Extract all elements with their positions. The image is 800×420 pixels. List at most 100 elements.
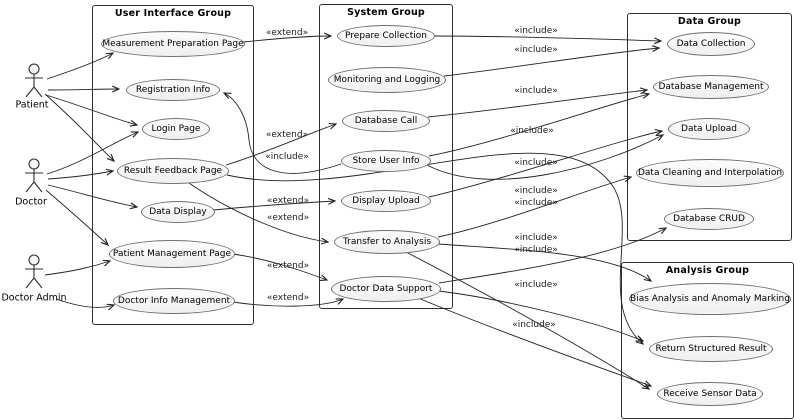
edge-stereotype-label: «extend» bbox=[266, 293, 310, 303]
edge-result-feedback-page-to-return-structured-result bbox=[226, 152, 643, 344]
usecase-label: Store User Info bbox=[352, 156, 420, 166]
actor-figure-doctor-admin bbox=[25, 254, 43, 289]
usecase-label: Login Page bbox=[151, 124, 201, 134]
usecase-label: Prepare Collection bbox=[345, 31, 427, 41]
edge-doctor-to-data-display bbox=[47, 184, 137, 207]
usecase-label: Monitoring and Logging bbox=[333, 75, 441, 85]
usecase-transfer-to-analysis: Transfer to Analysis bbox=[334, 230, 440, 254]
edge-stereotype-label: «include» bbox=[510, 126, 554, 136]
edge-doctor-admin-to-doctor-info-management bbox=[55, 298, 114, 307]
usecase-data-upload: Data Upload bbox=[668, 118, 750, 140]
usecase-display-upload: Display Upload bbox=[341, 190, 431, 212]
usecase-label: Data Display bbox=[149, 207, 207, 217]
usecase-doctor-data-support: Doctor Data Support bbox=[331, 276, 441, 302]
usecase-label: Return Structured Result bbox=[655, 344, 767, 354]
edge-stereotype-label: «include» bbox=[512, 320, 556, 330]
usecase-label: Doctor Data Support bbox=[339, 284, 433, 294]
edge-doctor-data-support-to-database-crud bbox=[438, 228, 666, 284]
edge-doctor-data-support-to-return-structured-result bbox=[438, 290, 643, 341]
group-title-user-interface: User Interface Group bbox=[114, 8, 232, 19]
edge-doctor-to-login-page bbox=[46, 132, 138, 175]
edge-doctor-to-patient-management-page bbox=[45, 189, 108, 245]
edge-stereotype-label: «include» bbox=[514, 245, 558, 255]
edge-display-upload-to-data-upload bbox=[428, 131, 662, 198]
usecase-monitoring-and-logging: Monitoring and Logging bbox=[328, 67, 446, 93]
usecase-doctor-info-management: Doctor Info Management bbox=[113, 288, 235, 314]
usecase-bias-analysis-and-anomaly-marking: Bias Analysis and Anomaly Marking bbox=[629, 283, 791, 315]
usecase-database-management: Database Management bbox=[653, 75, 769, 99]
edge-store-user-info-to-data-upload bbox=[426, 135, 663, 180]
edge-transfer-to-analysis-to-receive-sensor-data bbox=[403, 250, 649, 389]
edge-stereotype-label: «extend» bbox=[266, 196, 310, 206]
usecase-label: Patient Management Page bbox=[112, 249, 232, 259]
edge-stereotype-label: «include» bbox=[514, 280, 558, 290]
edge-stereotype-label: «include» bbox=[265, 152, 309, 162]
edge-stereotype-label: «extend» bbox=[265, 130, 309, 140]
edge-patient-to-result-feedback-page bbox=[44, 93, 114, 161]
edge-measurement-preparation-page-to-prepare-collection bbox=[242, 36, 331, 43]
usecase-result-feedback-page: Result Feedback Page bbox=[117, 158, 229, 184]
edge-data-display-to-display-upload bbox=[212, 201, 335, 211]
actor-label-patient: Patient bbox=[15, 99, 49, 111]
edge-stereotype-label: «include» bbox=[514, 26, 558, 36]
edge-patient-to-measurement-preparation-page bbox=[46, 53, 113, 80]
usecase-data-display: Data Display bbox=[141, 201, 215, 223]
edge-patient-to-registration-info bbox=[47, 89, 119, 90]
usecase-database-crud: Database CRUD bbox=[664, 208, 754, 230]
usecase-label: Database CRUD bbox=[673, 214, 745, 224]
usecase-label: Data Upload bbox=[681, 124, 737, 134]
usecase-label: Database Management bbox=[658, 82, 764, 92]
usecase-label: Result Feedback Page bbox=[123, 166, 223, 176]
usecase-prepare-collection: Prepare Collection bbox=[337, 25, 435, 47]
usecase-label: Bias Analysis and Anomaly Marking bbox=[630, 294, 790, 304]
usecase-data-cleaning-and-interpolation: Data Cleaning and Interpolation bbox=[636, 159, 784, 187]
edge-result-feedback-page-to-database-call bbox=[225, 124, 336, 166]
edge-patient-management-page-to-doctor-data-support bbox=[232, 253, 327, 280]
usecase-login-page: Login Page bbox=[142, 118, 210, 140]
usecase-label: Data Collection bbox=[676, 39, 746, 49]
edge-stereotype-label: «extend» bbox=[266, 261, 310, 271]
edge-stereotype-label: «include» bbox=[514, 186, 558, 196]
usecase-store-user-info: Store User Info bbox=[341, 150, 431, 172]
edge-doctor-info-management-to-doctor-data-support bbox=[232, 299, 343, 307]
edge-monitoring-and-logging-to-data-collection bbox=[443, 48, 659, 77]
edge-patient-to-login-page bbox=[45, 94, 137, 125]
edge-stereotype-label: «extend» bbox=[265, 28, 309, 38]
edge-stereotype-label: «extend» bbox=[266, 213, 310, 223]
edge-stereotype-label: «include» bbox=[514, 86, 558, 96]
actor-figure-doctor bbox=[25, 158, 43, 193]
actor-label-doctor-admin: Doctor Admin bbox=[1, 292, 67, 304]
edge-store-user-info-to-registration-info bbox=[224, 93, 342, 174]
usecase-label: Receive Sensor Data bbox=[663, 389, 757, 399]
usecase-label: Doctor Info Management bbox=[117, 296, 231, 306]
usecase-return-structured-result: Return Structured Result bbox=[649, 336, 773, 362]
usecase-label: Data Cleaning and Interpolation bbox=[637, 168, 783, 178]
group-title-data: Data Group bbox=[677, 16, 742, 27]
usecase-label: Registration Info bbox=[135, 85, 211, 95]
usecase-patient-management-page: Patient Management Page bbox=[109, 240, 235, 268]
group-title-analysis: Analysis Group bbox=[665, 265, 750, 276]
edge-database-call-to-database-management bbox=[427, 90, 647, 118]
usecase-database-call: Database Call bbox=[342, 110, 430, 132]
edge-stereotype-label: «include» bbox=[514, 198, 558, 208]
group-title-system: System Group bbox=[347, 7, 425, 18]
actor-figure-patient bbox=[25, 63, 43, 98]
edge-doctor-admin-to-patient-management-page bbox=[44, 261, 110, 276]
actor-label-doctor: Doctor bbox=[15, 196, 47, 208]
usecase-data-collection: Data Collection bbox=[667, 32, 755, 56]
usecase-receive-sensor-data: Receive Sensor Data bbox=[657, 382, 763, 406]
edge-transfer-to-analysis-to-bias-analysis-and-anomaly-marking bbox=[437, 243, 651, 281]
edge-stereotype-label: «include» bbox=[514, 233, 558, 243]
edge-store-user-info-to-database-management bbox=[428, 94, 649, 157]
usecase-label: Transfer to Analysis bbox=[342, 237, 432, 247]
usecase-label: Display Upload bbox=[352, 196, 420, 206]
edge-doctor-data-support-to-receive-sensor-data bbox=[417, 297, 651, 386]
edge-doctor-to-result-feedback-page bbox=[47, 171, 113, 180]
edge-stereotype-label: «include» bbox=[514, 45, 558, 55]
edge-result-feedback-page-to-transfer-to-analysis bbox=[185, 180, 328, 242]
edge-prepare-collection-to-data-collection bbox=[432, 35, 661, 41]
usecase-label: Measurement Preparation Page bbox=[102, 39, 244, 49]
group-box-data: Data Group bbox=[627, 13, 792, 241]
